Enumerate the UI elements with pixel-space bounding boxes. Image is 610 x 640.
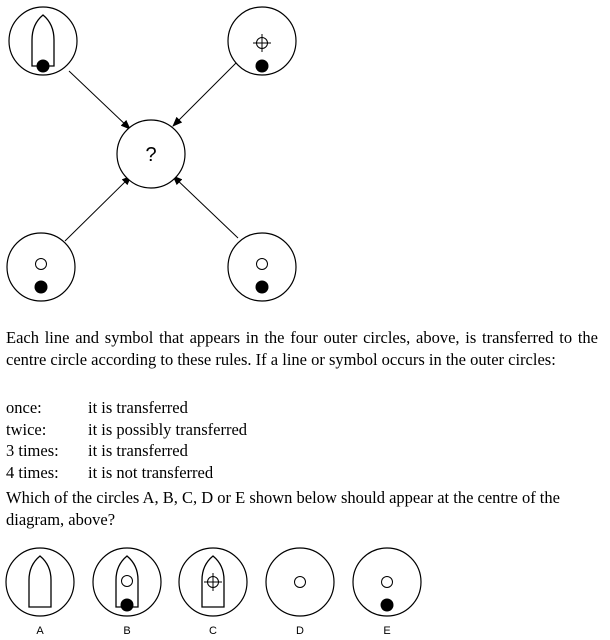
rule-result: it is transferred [88, 398, 188, 417]
rule-row: 4 times: it is not transferred [6, 462, 598, 484]
question-text: Which of the circles A, B, C, D or E sho… [6, 488, 560, 529]
arrow-bottom-left [64, 175, 132, 242]
open-circle-icon [121, 575, 133, 587]
crosshair-icon [204, 573, 222, 591]
option-label: E [383, 625, 390, 637]
open-circle-icon [256, 258, 268, 270]
open-circle-icon [294, 576, 306, 588]
bullet-outline-shape [31, 14, 55, 67]
rule-result: it is possibly transferred [88, 419, 248, 439]
option-label: B [123, 625, 130, 637]
connector-arrows [64, 62, 239, 242]
rule-count: twice: [6, 419, 47, 439]
bullet-outline-shape [201, 555, 225, 608]
option-label: A [36, 625, 44, 637]
option-label: D [296, 625, 304, 637]
option-label: C [209, 625, 217, 637]
filled-dot-icon [380, 598, 394, 612]
centre-question-mark: ? [145, 144, 156, 166]
filled-dot-icon [120, 598, 134, 612]
arrow-top-left [68, 70, 131, 130]
rule-row: 3 times: it is transferred [6, 440, 598, 462]
bullet-outline-shape [28, 555, 52, 608]
rule-count: 4 times: [6, 462, 59, 482]
rule-count: 3 times: [6, 441, 59, 460]
bullet-outline-shape [115, 555, 139, 608]
rule-result: it is transferred [88, 441, 188, 460]
outer-circle-bottom-left [6, 232, 76, 302]
filled-dot-icon [34, 280, 48, 294]
rule-result: it is not transferred [88, 462, 214, 482]
open-circle-icon [381, 576, 393, 588]
option-d[interactable]: D [265, 547, 335, 637]
open-circle-icon [35, 258, 47, 270]
rule-count: once: [6, 398, 42, 417]
outer-circle-bottom-right [227, 232, 297, 302]
filled-dot-icon [255, 280, 269, 294]
intro-text: Each line and symbol that appears in the… [6, 328, 598, 369]
filled-dot-icon [255, 59, 269, 73]
arrow-bottom-right [172, 175, 239, 239]
option-b[interactable]: B [92, 547, 162, 637]
option-c[interactable]: C [178, 547, 248, 637]
option-e[interactable]: E [352, 547, 422, 637]
option-a[interactable]: A [5, 547, 75, 637]
outer-circle-top-right [227, 6, 297, 76]
rule-row: once: it is transferred [6, 397, 598, 419]
filled-dot-icon [36, 59, 50, 73]
rules-table: once: it is transferred twice: it is pos… [6, 397, 598, 483]
rule-row: twice: it is possibly transferred [6, 419, 598, 441]
centre-circle: ? [116, 119, 186, 189]
crosshair-icon [253, 34, 271, 52]
arrow-top-right [172, 62, 237, 127]
outer-circle-top-left [8, 6, 78, 76]
